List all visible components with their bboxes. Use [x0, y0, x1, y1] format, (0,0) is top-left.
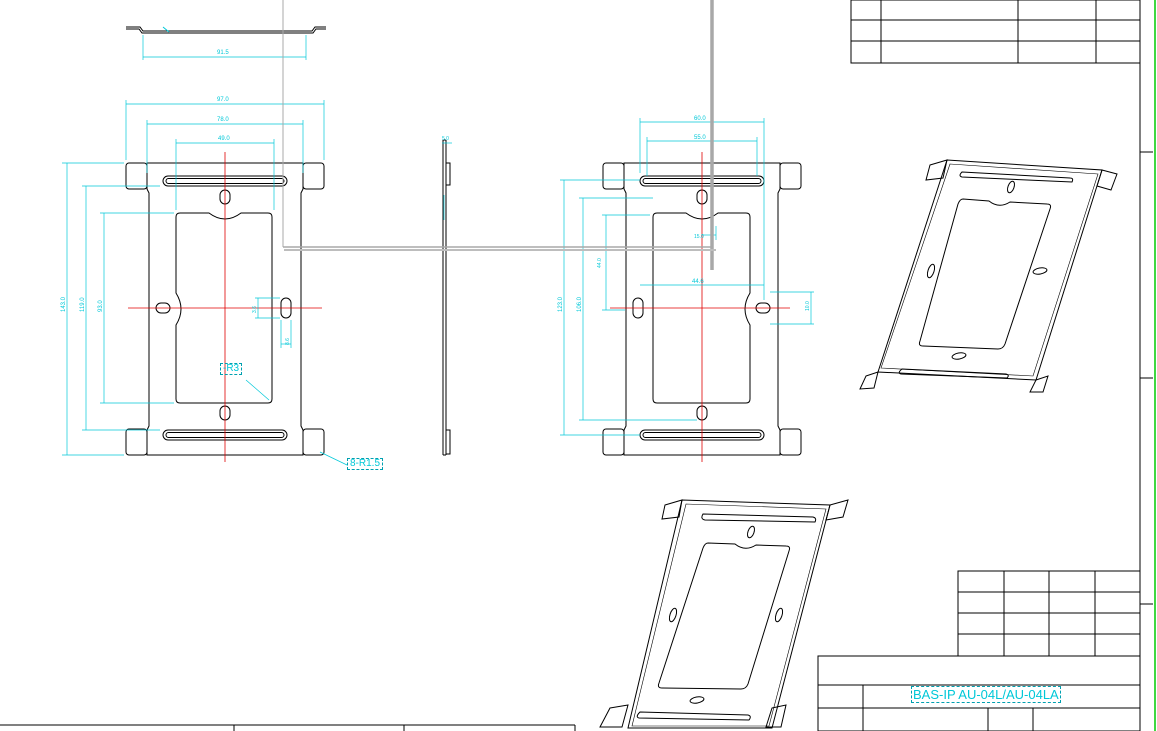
back-view-centerlines	[610, 152, 790, 462]
dim-back-height-123: 123.0	[558, 296, 564, 312]
viewport-crop-lines	[282, 0, 716, 270]
front-view-dims	[62, 100, 348, 466]
dim-slot-span: 78.0	[217, 117, 229, 123]
dim-back-hole-span: 44.6	[692, 279, 704, 285]
dim-overall-width: 97.0	[217, 97, 229, 103]
dim-back-top-55: 55.0	[694, 135, 706, 141]
dim-back-height-44: 44.0	[597, 258, 603, 268]
dim-back-height-106: 106.0	[577, 296, 583, 312]
inner-radius-note: -R3	[220, 363, 243, 375]
back-view-dims	[560, 118, 814, 436]
dim-small-4: 8.6	[285, 338, 291, 345]
dim-back-top-60: 60.0	[694, 116, 706, 122]
dim-window-height: 93.0	[98, 300, 104, 312]
top-view	[126, 26, 326, 60]
dim-back-center-offset: 15.0	[694, 234, 704, 240]
dim-overall-height: 143.0	[61, 296, 67, 312]
dim-window-width: 49.0	[218, 136, 230, 142]
isometric-view-lower	[599, 499, 849, 729]
title-block	[817, 570, 1141, 731]
front-view-centerlines	[128, 152, 322, 462]
corner-radius-note: 8-R1.5	[347, 458, 384, 470]
side-view	[442, 139, 451, 456]
drawing-name: BAS-IP AU-04L/AU-04LA	[911, 686, 1061, 703]
isometric-view-upper	[859, 159, 1118, 393]
revision-table	[850, 0, 1141, 64]
dim-small-3: 3.6	[252, 306, 258, 313]
dim-slot-height: 119.0	[80, 297, 86, 312]
side-thickness-dim: 5.0	[442, 136, 449, 142]
dim-back-side-10: 10.0	[805, 301, 811, 311]
top-width-dim: 91.5	[217, 50, 229, 56]
